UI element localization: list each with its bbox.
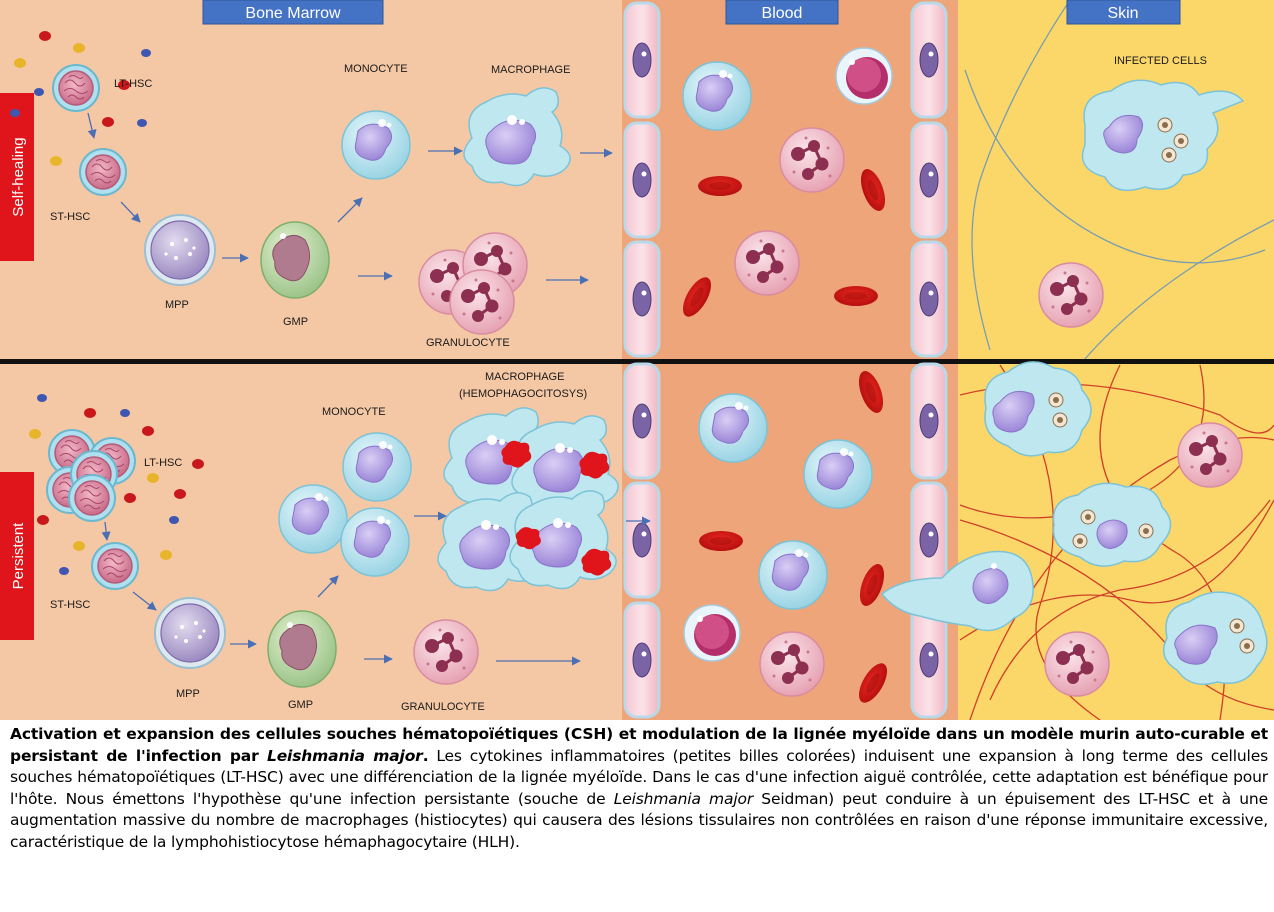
skin-infected-macrophage (1052, 482, 1172, 567)
blood-monocyte (682, 61, 752, 131)
label-lt-hsc: LT-HSC (114, 78, 152, 90)
blood-monocyte (758, 540, 828, 610)
lineage-arrows-top (87, 112, 613, 285)
parasite (1239, 638, 1255, 654)
endothelial-cell (623, 240, 661, 358)
header-skin: Skin (1066, 0, 1181, 25)
label-gmp: GMP (283, 316, 308, 328)
header-bone-marrow: Bone Marrow (202, 0, 384, 25)
endothelial-cell (910, 1, 948, 119)
cytokine-beads-top (10, 31, 151, 166)
caption-title-text: Activation et expansion des cellules sou… (10, 725, 1268, 765)
red-blood-cell (699, 531, 743, 551)
monocyte-cell (340, 507, 410, 577)
label-mpp: MPP (176, 688, 200, 700)
parasite (1157, 117, 1173, 133)
blood-monocyte (698, 393, 768, 463)
lt-hsc-cell (68, 474, 116, 522)
red-blood-cell (834, 286, 878, 306)
diagram: Bone Marrow Blood Skin Self-healing Pers… (0, 0, 1274, 720)
caption-title: Activation et expansion des cellules sou… (10, 725, 1268, 765)
lt-hsc-cell (52, 64, 100, 112)
cytokine-beads-bottom (29, 394, 204, 575)
parasite (1080, 509, 1096, 525)
label-st-hsc: ST-HSC (50, 599, 90, 611)
granulocyte-cell (448, 268, 516, 336)
parasite (1173, 133, 1189, 149)
endothelial-cell (910, 240, 948, 358)
blood-monocyte (803, 439, 873, 509)
parasite (1048, 392, 1064, 408)
gmp-cell (267, 610, 337, 688)
label-monocyte: MONOCYTE (322, 406, 386, 418)
label-macrophage-sub: (HEMOPHAGOCITOSYS) (459, 388, 587, 400)
caption-body-1: Les cytokines inflammatoires (petites bi… (10, 746, 1269, 808)
endothelial-cell (623, 601, 661, 719)
gmp-cell (260, 221, 330, 299)
parasite (1161, 147, 1177, 163)
endothelial-cell (623, 1, 661, 119)
figure-caption: Activation et expansion des cellules sou… (10, 724, 1268, 853)
endothelial-cell (623, 362, 661, 480)
monocyte-cell (278, 484, 348, 554)
label-granulocyte: GRANULOCYTE (401, 701, 485, 713)
blood-granulocyte (733, 229, 801, 297)
mpp-cell (154, 597, 226, 669)
skin-infected-macrophage (1162, 591, 1268, 685)
endothelial-cell (623, 481, 661, 599)
st-hsc-cell (91, 542, 139, 590)
label-lt-hsc: LT-HSC (144, 457, 182, 469)
monocyte-cell (341, 110, 411, 180)
skin-granulocyte (1176, 421, 1244, 489)
parasite (1229, 618, 1245, 634)
side-label-persistent: Persistent (10, 522, 27, 590)
endothelial-cell (623, 121, 661, 239)
infected-macrophage (1081, 79, 1245, 192)
label-infected-cells: INFECTED CELLS (1114, 55, 1207, 67)
caption-title-italic: Leishmania major (266, 746, 423, 765)
macrophage-cluster (437, 407, 619, 592)
skin-fibers-top (964, 0, 1274, 361)
transmigrating-monocyte (880, 550, 1034, 632)
granulocyte-cell (412, 618, 480, 686)
label-st-hsc: ST-HSC (50, 211, 90, 223)
section-divider (0, 359, 1274, 364)
parasite (1052, 412, 1068, 428)
side-bar-self-healing: Self-healing (0, 93, 34, 261)
parasite (1138, 523, 1154, 539)
mpp-cell (144, 214, 216, 286)
skin-infected-macrophage (984, 361, 1092, 457)
monocyte-cell (342, 432, 412, 502)
lineage-arrows-bottom (101, 511, 651, 666)
label-granulocyte: GRANULOCYTE (426, 337, 510, 349)
blood-granulocyte (778, 126, 846, 194)
label-gmp: GMP (288, 699, 313, 711)
blood-lymphocyte (835, 47, 893, 105)
label-mpp: MPP (165, 299, 189, 311)
label-macrophage: MACROPHAGE (491, 64, 570, 76)
skin-granulocyte (1037, 261, 1105, 329)
parasite (1072, 533, 1088, 549)
red-blood-cell (698, 176, 742, 196)
endothelial-cell (910, 362, 948, 480)
side-label-self-healing: Self-healing (10, 137, 27, 216)
header-blood-label: Blood (762, 5, 803, 22)
blood-lymphocyte (683, 604, 741, 662)
side-bar-persistent: Persistent (0, 472, 34, 640)
header-blood: Blood (725, 0, 839, 25)
label-monocyte: MONOCYTE (344, 63, 408, 75)
label-macrophage: MACROPHAGE (485, 371, 564, 383)
header-skin-label: Skin (1107, 5, 1138, 22)
caption-body-2: Seidman) peut conduire à un épuisement d… (10, 789, 1268, 851)
skin-granulocyte (1043, 630, 1111, 698)
caption-body-italic: Leishmania major (613, 789, 754, 808)
endothelial-cell (910, 121, 948, 239)
phagocytosed-rbc (501, 440, 612, 576)
blood-granulocyte (758, 630, 826, 698)
caption-title-end: . (422, 746, 429, 765)
header-bone-marrow-label: Bone Marrow (245, 5, 341, 22)
st-hsc-cell (79, 148, 127, 196)
